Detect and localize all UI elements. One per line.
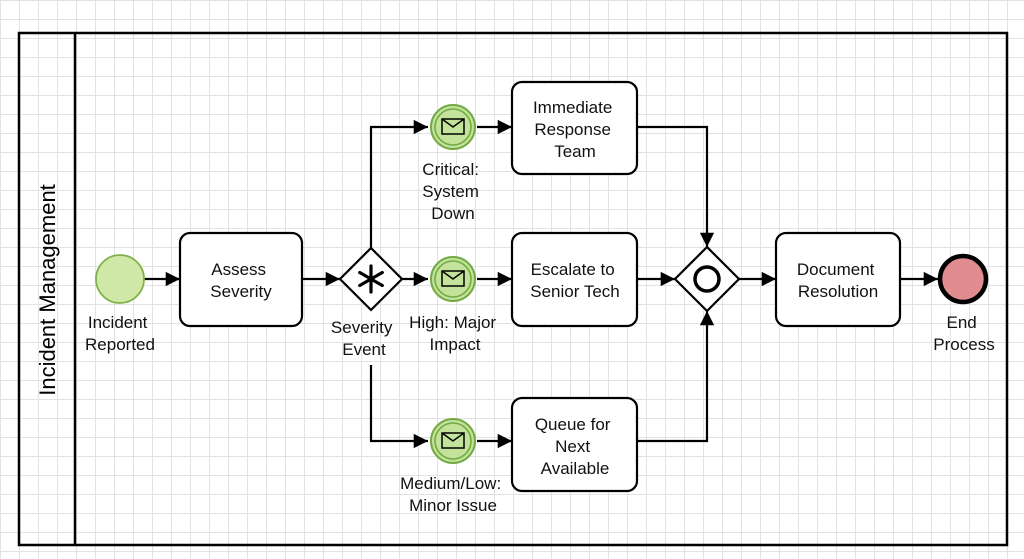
task-assess-line-2: Severity <box>210 282 272 301</box>
pool-title: Incident Management <box>35 184 60 396</box>
task-immediate-line-2: Response <box>534 120 611 139</box>
task-queue-line-3: Available <box>541 459 610 478</box>
task-escalate[interactable]: Escalate to Senior Tech <box>510 231 639 328</box>
task-assess-label: Assess Severity <box>210 260 272 301</box>
start-label-line-1: Incident <box>88 313 148 332</box>
critical-label-line-2: System <box>422 182 479 201</box>
task-document-line-1: Document <box>797 260 875 279</box>
task-document-line-2: Resolution <box>798 282 878 301</box>
flow-queue-to-merge <box>637 311 715 443</box>
task-assess-line-1: Assess <box>211 260 266 279</box>
task-queue-line-1: Queue for <box>535 415 611 434</box>
gateway-merge[interactable] <box>673 245 741 313</box>
critical-label-line-3: Down <box>431 204 474 223</box>
task-escalate-line-2: Senior Tech <box>530 282 619 301</box>
task-immediate-line-3: Team <box>554 142 596 161</box>
message-critical-label: Critical: System Down <box>422 160 483 223</box>
task-assess-severity[interactable]: Assess Severity <box>178 231 304 328</box>
start-label-line-2: Reported <box>85 335 155 354</box>
task-queue-label: Queue for Next Available <box>535 415 615 478</box>
envelope-icon <box>441 432 465 449</box>
end-event-label: End Process <box>933 313 994 354</box>
gateway-label-line-1: Severity <box>331 318 393 337</box>
message-medium-label: Medium/Low: Minor Issue <box>400 474 506 515</box>
task-immediate-label: Immediate Response Team <box>533 98 617 161</box>
flow-immediate-to-merge <box>637 125 715 247</box>
task-immediate-line-1: Immediate <box>533 98 612 117</box>
high-label-line-2: Impact <box>429 335 480 354</box>
circle-icon <box>693 265 721 293</box>
task-escalate-label: Escalate to Senior Tech <box>530 260 619 301</box>
critical-label-line-1: Critical: <box>422 160 479 179</box>
envelope-icon <box>441 118 465 135</box>
end-event[interactable] <box>937 253 989 305</box>
asterisk-icon <box>358 264 384 294</box>
task-escalate-line-1: Escalate to <box>531 260 615 279</box>
gateway-split-label: Severity Event <box>331 318 397 359</box>
message-high-label: High: Major Impact <box>409 313 501 354</box>
envelope-icon <box>441 270 465 287</box>
end-label-line-2: Process <box>933 335 994 354</box>
medium-label-line-1: Medium/Low: <box>400 474 501 493</box>
task-queue[interactable]: Queue for Next Available <box>510 396 639 493</box>
sequence-flows <box>144 119 938 449</box>
gateway-severity-event[interactable] <box>338 246 404 312</box>
end-label-line-1: End <box>947 313 977 332</box>
message-event-medium[interactable] <box>430 418 476 464</box>
pool: Incident Management <box>17 31 1009 547</box>
flow-gateway-to-critical <box>369 119 428 248</box>
high-label-line-1: High: Major <box>409 313 496 332</box>
medium-label-line-2: Minor Issue <box>409 496 497 515</box>
task-queue-line-2: Next <box>555 437 590 456</box>
gateway-label-line-2: Event <box>342 340 386 359</box>
message-event-critical[interactable] <box>430 104 476 150</box>
start-event-label: Incident Reported <box>85 313 155 354</box>
task-document-resolution[interactable]: Document Resolution <box>774 231 902 328</box>
flow-gateway-to-medium <box>369 365 428 449</box>
start-event[interactable] <box>95 254 145 304</box>
message-event-high[interactable] <box>430 256 476 302</box>
task-immediate-response[interactable]: Immediate Response Team <box>510 80 639 176</box>
task-document-label: Document Resolution <box>797 260 879 301</box>
